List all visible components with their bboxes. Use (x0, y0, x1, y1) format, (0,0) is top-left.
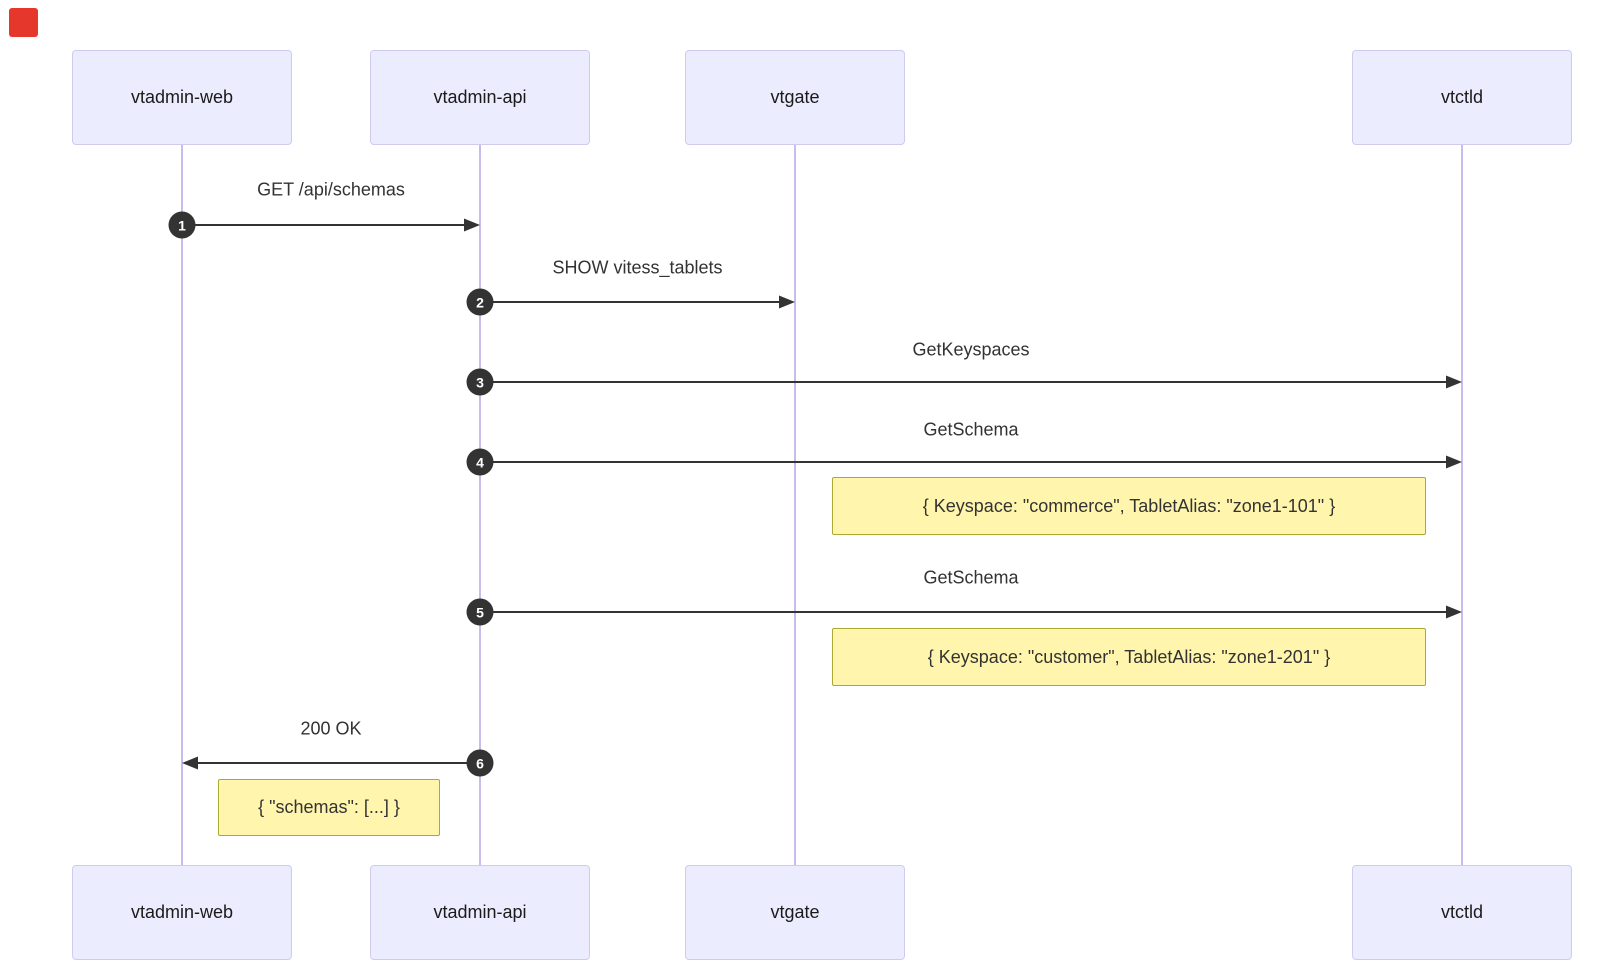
message-arrow-1 (182, 218, 480, 232)
actor-top-vtadmin-web: vtadmin-web (72, 50, 292, 145)
message-arrow-5 (480, 605, 1462, 619)
lifeline-vtgate (794, 145, 796, 865)
actor-bottom-vtgate: vtgate (685, 865, 905, 960)
note-1: { Keyspace: "commerce", TabletAlias: "zo… (832, 477, 1426, 535)
message-label-5: GetSchema (923, 567, 1019, 588)
red-marker (9, 8, 38, 37)
sequence-badge-5: 5 (466, 598, 494, 626)
lifeline-vtadmin-api (479, 145, 481, 865)
message-arrow-6 (182, 756, 480, 770)
note-3: { "schemas": [...] } (218, 779, 440, 836)
message-label-3: GetKeyspaces (912, 339, 1030, 360)
sequence-badge-3: 3 (466, 368, 494, 396)
message-label-4: GetSchema (923, 419, 1019, 440)
actor-bottom-vtctld: vtctld (1352, 865, 1572, 960)
lifeline-vtadmin-web (181, 145, 183, 865)
message-label-1: GET /api/schemas (257, 179, 405, 200)
sequence-badge-4: 4 (466, 448, 494, 476)
sequence-badge-2: 2 (466, 288, 494, 316)
message-label-6: 200 OK (300, 718, 362, 739)
message-arrow-3 (480, 375, 1462, 389)
message-arrow-2 (480, 295, 795, 309)
lifeline-vtctld (1461, 145, 1463, 865)
sequence-badge-6: 6 (466, 749, 494, 777)
sequence-badge-1: 1 (168, 211, 196, 239)
actor-bottom-vtadmin-api: vtadmin-api (370, 865, 590, 960)
actor-top-vtctld: vtctld (1352, 50, 1572, 145)
actor-bottom-vtadmin-web: vtadmin-web (72, 865, 292, 960)
actor-top-vtgate: vtgate (685, 50, 905, 145)
note-2: { Keyspace: "customer", TabletAlias: "zo… (832, 628, 1426, 686)
actor-top-vtadmin-api: vtadmin-api (370, 50, 590, 145)
message-arrow-4 (480, 455, 1462, 469)
message-label-2: SHOW vitess_tablets (552, 257, 723, 278)
